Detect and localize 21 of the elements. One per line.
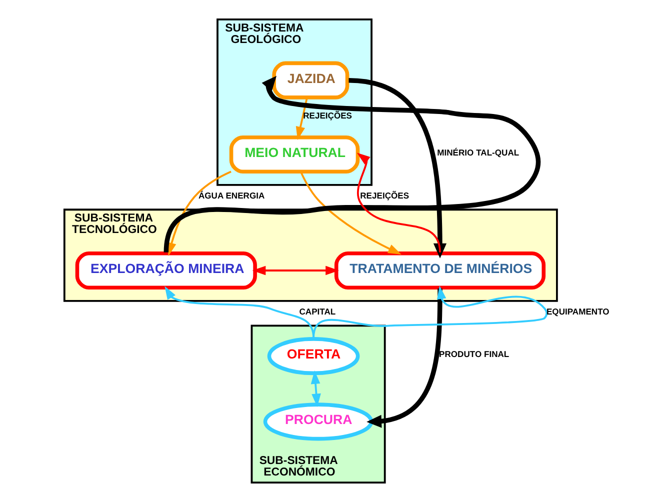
arrow xyxy=(163,76,540,253)
node-box: TRATAMENTO DE MINÉRIOS xyxy=(334,251,546,290)
edge-label: MINÉRIO TAL-QUAL xyxy=(436,148,519,158)
edge-label: REJEIÇÕES xyxy=(360,190,409,200)
arrow xyxy=(295,97,308,140)
arrow xyxy=(366,288,442,428)
node-ellipse: OFERTA xyxy=(266,337,360,376)
arrow xyxy=(312,286,547,338)
node-box: JAZIDA xyxy=(272,61,349,100)
edge-label: PRODUTO FINAL xyxy=(438,349,509,360)
edge-label: CAPITAL xyxy=(298,306,336,316)
arrow xyxy=(252,266,338,276)
arrow xyxy=(300,172,401,254)
edge-label: EQUIPAMENTO xyxy=(546,306,609,316)
node-box: EXPLORAÇÃO MINEIRA xyxy=(74,251,256,290)
edge-label: REJEIÇÕES xyxy=(302,110,352,121)
arrow xyxy=(310,370,320,408)
node-box: MEIO NATURAL xyxy=(228,135,360,174)
edge-label: ÁGUA ENERGIA xyxy=(198,190,264,200)
arrow xyxy=(356,152,440,253)
node-ellipse: PROCURA xyxy=(262,402,373,441)
